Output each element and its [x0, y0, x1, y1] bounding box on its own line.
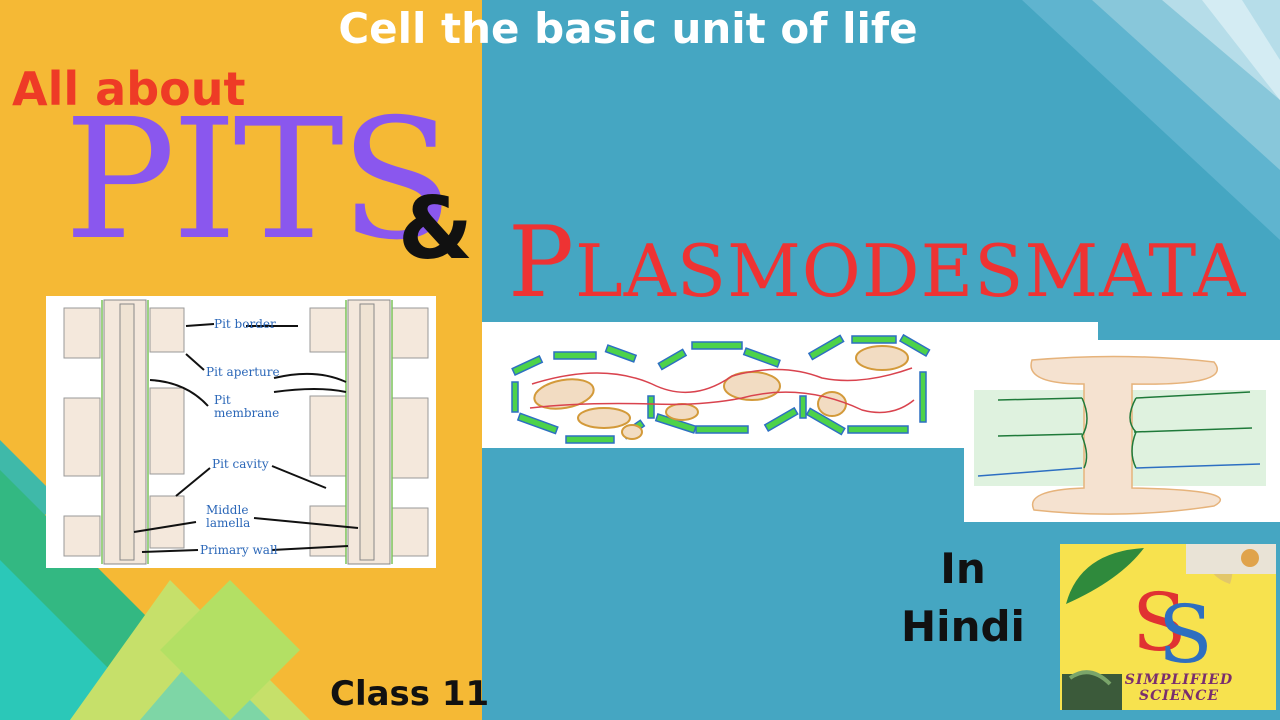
plasmodesmata-heading: PLASMODESMATA [508, 214, 1246, 312]
all-about-heading: All about [12, 62, 246, 116]
label-pit-aperture: Pit aperture [206, 365, 280, 379]
plasmodesmata-first-letter: P [508, 206, 575, 320]
connection-svg [974, 355, 1266, 515]
label-pit-membrane-line1: Pit [214, 393, 231, 407]
label-pit-cavity: Pit cavity [212, 457, 269, 471]
label-middle-lamella-line1: Middle [206, 503, 249, 517]
logo-graphic: S S [1062, 544, 1276, 710]
in-text: In [940, 544, 986, 593]
logo-letter-s1: S [1132, 576, 1187, 669]
page-title: Cell the basic unit of life [338, 4, 918, 53]
pit-diagram-drawing [63, 299, 429, 565]
pits-heading: PITS [64, 84, 454, 277]
label-middle-lamella-line2: lamella [206, 516, 251, 530]
logo-text-line1: SIMPLIFIED [1124, 672, 1234, 688]
right-decor-shapes [1022, 0, 1280, 240]
label-primary-wall: Primary wall [200, 543, 278, 557]
plasmodesmata-connection-drawing [964, 340, 1280, 522]
class-label: Class 11 [330, 674, 490, 714]
logo-letter-s2: S [1158, 588, 1213, 681]
plasmodesmata-rest: LASMODESMATA [574, 229, 1247, 313]
left-decor-shapes [0, 440, 310, 720]
ampersand: & [398, 179, 473, 279]
logo-text-line2: SCIENCE [1138, 688, 1220, 704]
hindi-text: Hindi [901, 602, 1025, 651]
label-pit-membrane-line2: membrane [214, 406, 280, 420]
label-pit-border: Pit border [214, 317, 276, 331]
cell-chain-svg [511, 333, 931, 444]
